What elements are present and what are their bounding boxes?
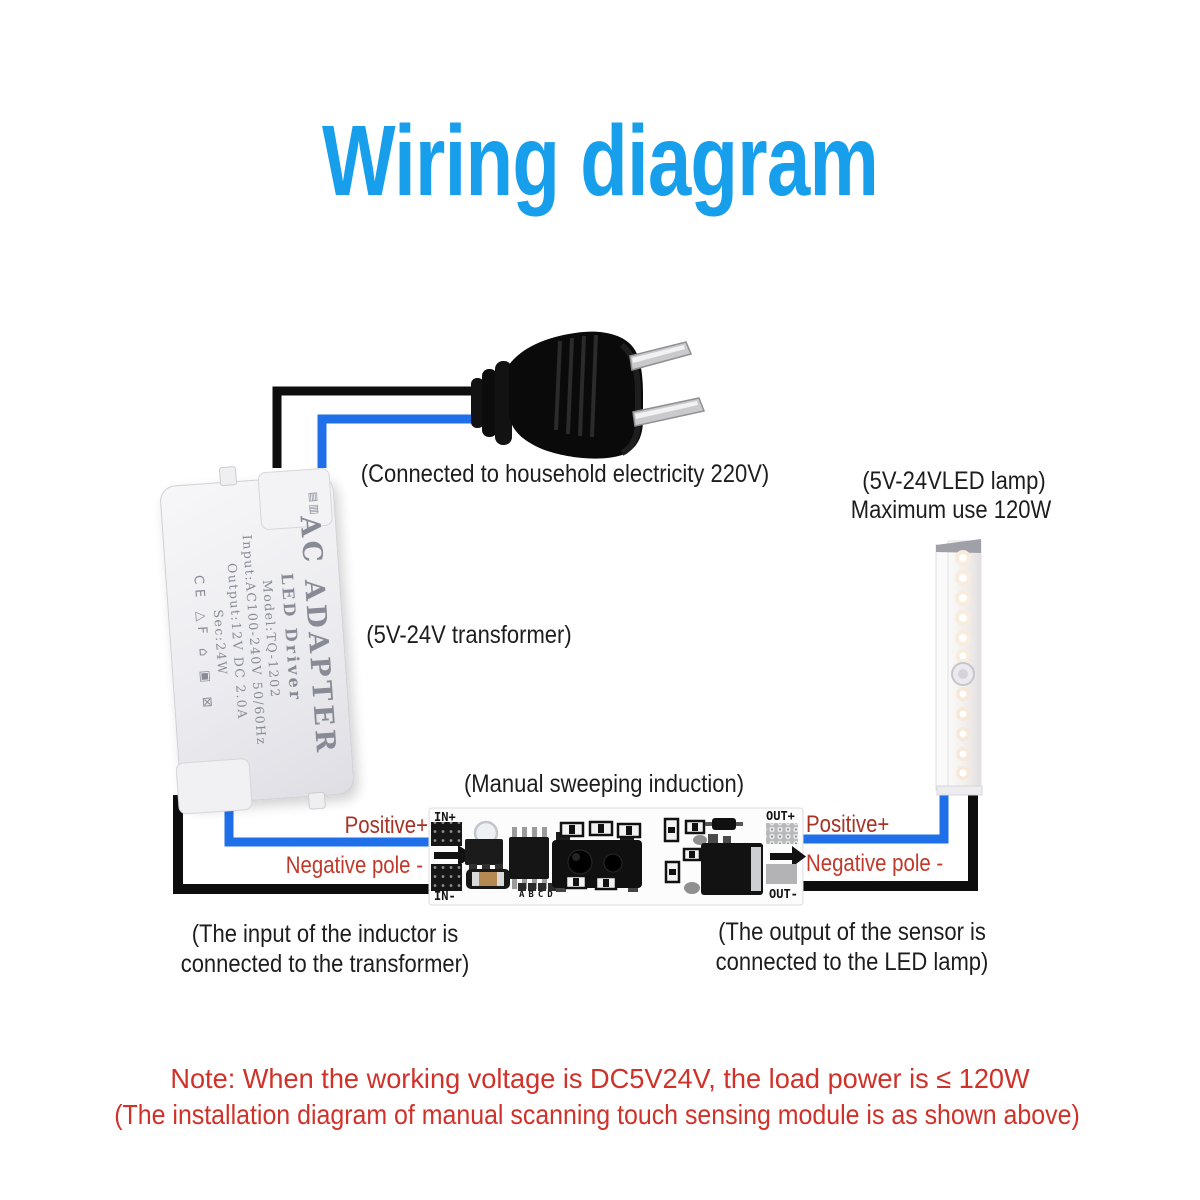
arrow-out-icon (770, 846, 806, 867)
label-input-positive: Positive+ (344, 812, 428, 839)
caption-household-electricity: (Connected to household electricity 220V… (360, 460, 770, 488)
led-lamp (935, 539, 983, 796)
lamp-sensor-icon (951, 662, 975, 686)
passive-components (559, 817, 706, 891)
page-title: Wiring diagram (321, 105, 879, 217)
silk-out-plus: OUT+ (766, 809, 795, 823)
pad-in-plus (431, 822, 462, 846)
fuse-icons: ▤▥ (306, 491, 322, 517)
caption-lamp-line2: Maximum use 120W (850, 496, 1052, 524)
lamp-leds (955, 550, 971, 780)
pad-out-minus (766, 864, 797, 884)
diode (705, 818, 743, 830)
caption-input-line2: connected to the transformer) (180, 950, 470, 978)
silk-in-plus: IN+ (434, 810, 456, 824)
caption-manual-sweeping: (Manual sweeping induction) (463, 770, 745, 798)
caption-transformer: (5V-24V transformer) (366, 621, 572, 649)
jumper-pads (518, 883, 556, 891)
adapter-label: ▤▥ AC ADAPTER LED Driver Model:TQ-1202 I… (172, 485, 343, 795)
label-input-negative: Negative pole - (285, 852, 423, 879)
mosfet (684, 834, 763, 895)
pad-in-minus (431, 864, 462, 891)
sensor-module-board (428, 807, 806, 906)
pad-out-plus (766, 823, 798, 844)
chip-resistor (466, 869, 510, 889)
wire-mains-black (272, 386, 492, 468)
silk-out-minus: OUT- (769, 887, 798, 901)
caption-output-line1: (The output of the sensor is (718, 918, 986, 946)
adapter-mount-tab-top (218, 466, 238, 487)
note-line-2: (The installation diagram of manual scan… (114, 1099, 1080, 1130)
wire-output-blue (798, 786, 949, 844)
silk-jumper-pins: ABCD (519, 890, 557, 900)
note-line-1: Note: When the working voltage is DC5V24… (170, 1063, 1030, 1094)
caption-output-line2: connected to the LED lamp) (715, 948, 989, 976)
label-output-positive: Positive+ (806, 811, 890, 838)
ac-adapter: ▤▥ AC ADAPTER LED Driver Model:TQ-1202 I… (159, 466, 355, 815)
silk-in-minus: IN- (434, 889, 456, 903)
wire-mains-blue (317, 414, 492, 468)
adapter-mount-tab-bottom (307, 791, 326, 810)
caption-input-line1: (The input of the inductor is (191, 920, 459, 948)
wire-output-black (798, 784, 978, 891)
wire-input-black (173, 795, 433, 894)
caption-lamp-line1: (5V-24VLED lamp) (862, 467, 1046, 495)
plug-prong-upper (629, 341, 693, 371)
power-plug (471, 331, 706, 459)
plug-prong-lower (632, 397, 706, 427)
label-output-negative: Negative pole - (806, 850, 944, 877)
